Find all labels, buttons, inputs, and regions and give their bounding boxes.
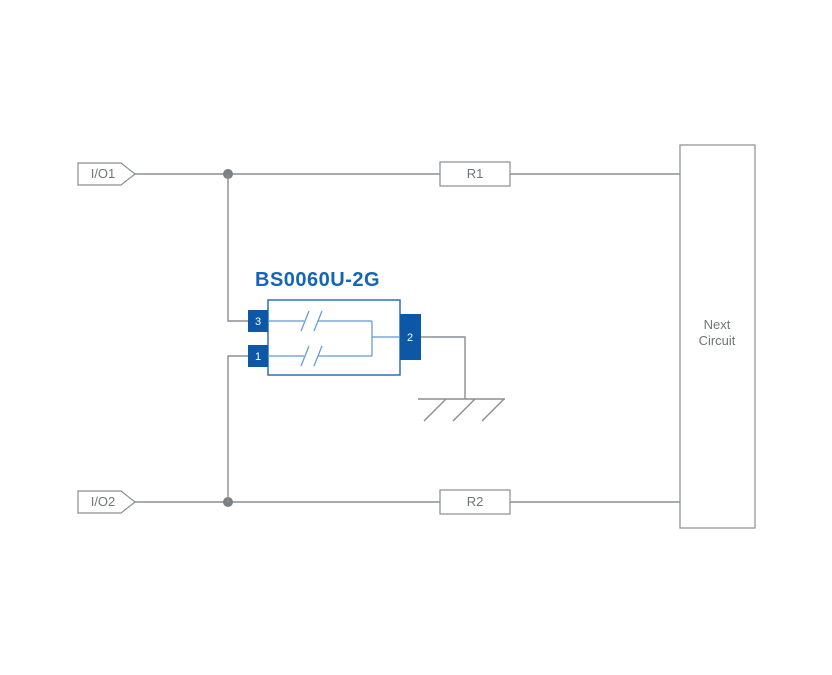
resistor-r1-box	[439, 161, 511, 187]
component-part-number-label: BS0060U-2G	[255, 269, 380, 291]
ground-slash-2	[452, 398, 476, 422]
resistor-r2-box	[439, 489, 511, 515]
ground-slash-1	[423, 398, 447, 422]
pin-2-label: 2	[407, 332, 413, 344]
next-circuit-label-line2: Circuit	[699, 333, 736, 348]
io1-label: I/O1	[91, 166, 116, 181]
wire-junction-top-to-pin3	[227, 174, 248, 322]
capacitor-top-plate-left	[300, 310, 310, 332]
pin-1-pad	[248, 345, 268, 367]
pin-3-pad	[248, 310, 268, 332]
capacitor-bottom-plate-left	[300, 345, 310, 367]
pin-3-label: 3	[255, 316, 261, 328]
io2-connector-flag	[77, 490, 136, 514]
pin-1-label: 1	[255, 351, 261, 363]
wire-junction-bottom-to-pin1	[227, 355, 248, 502]
pin-2-pad	[400, 314, 421, 360]
resistor-r2-label: R2	[467, 494, 484, 509]
next-circuit-label-line1: Next	[704, 317, 731, 332]
next-circuit-box	[679, 144, 756, 529]
resistor-r1-label: R1	[467, 166, 484, 181]
wire-pin2-to-ground	[421, 336, 466, 399]
io1-connector-flag	[77, 162, 136, 186]
ground-slash-3	[481, 398, 505, 422]
io2-label: I/O2	[91, 494, 116, 509]
